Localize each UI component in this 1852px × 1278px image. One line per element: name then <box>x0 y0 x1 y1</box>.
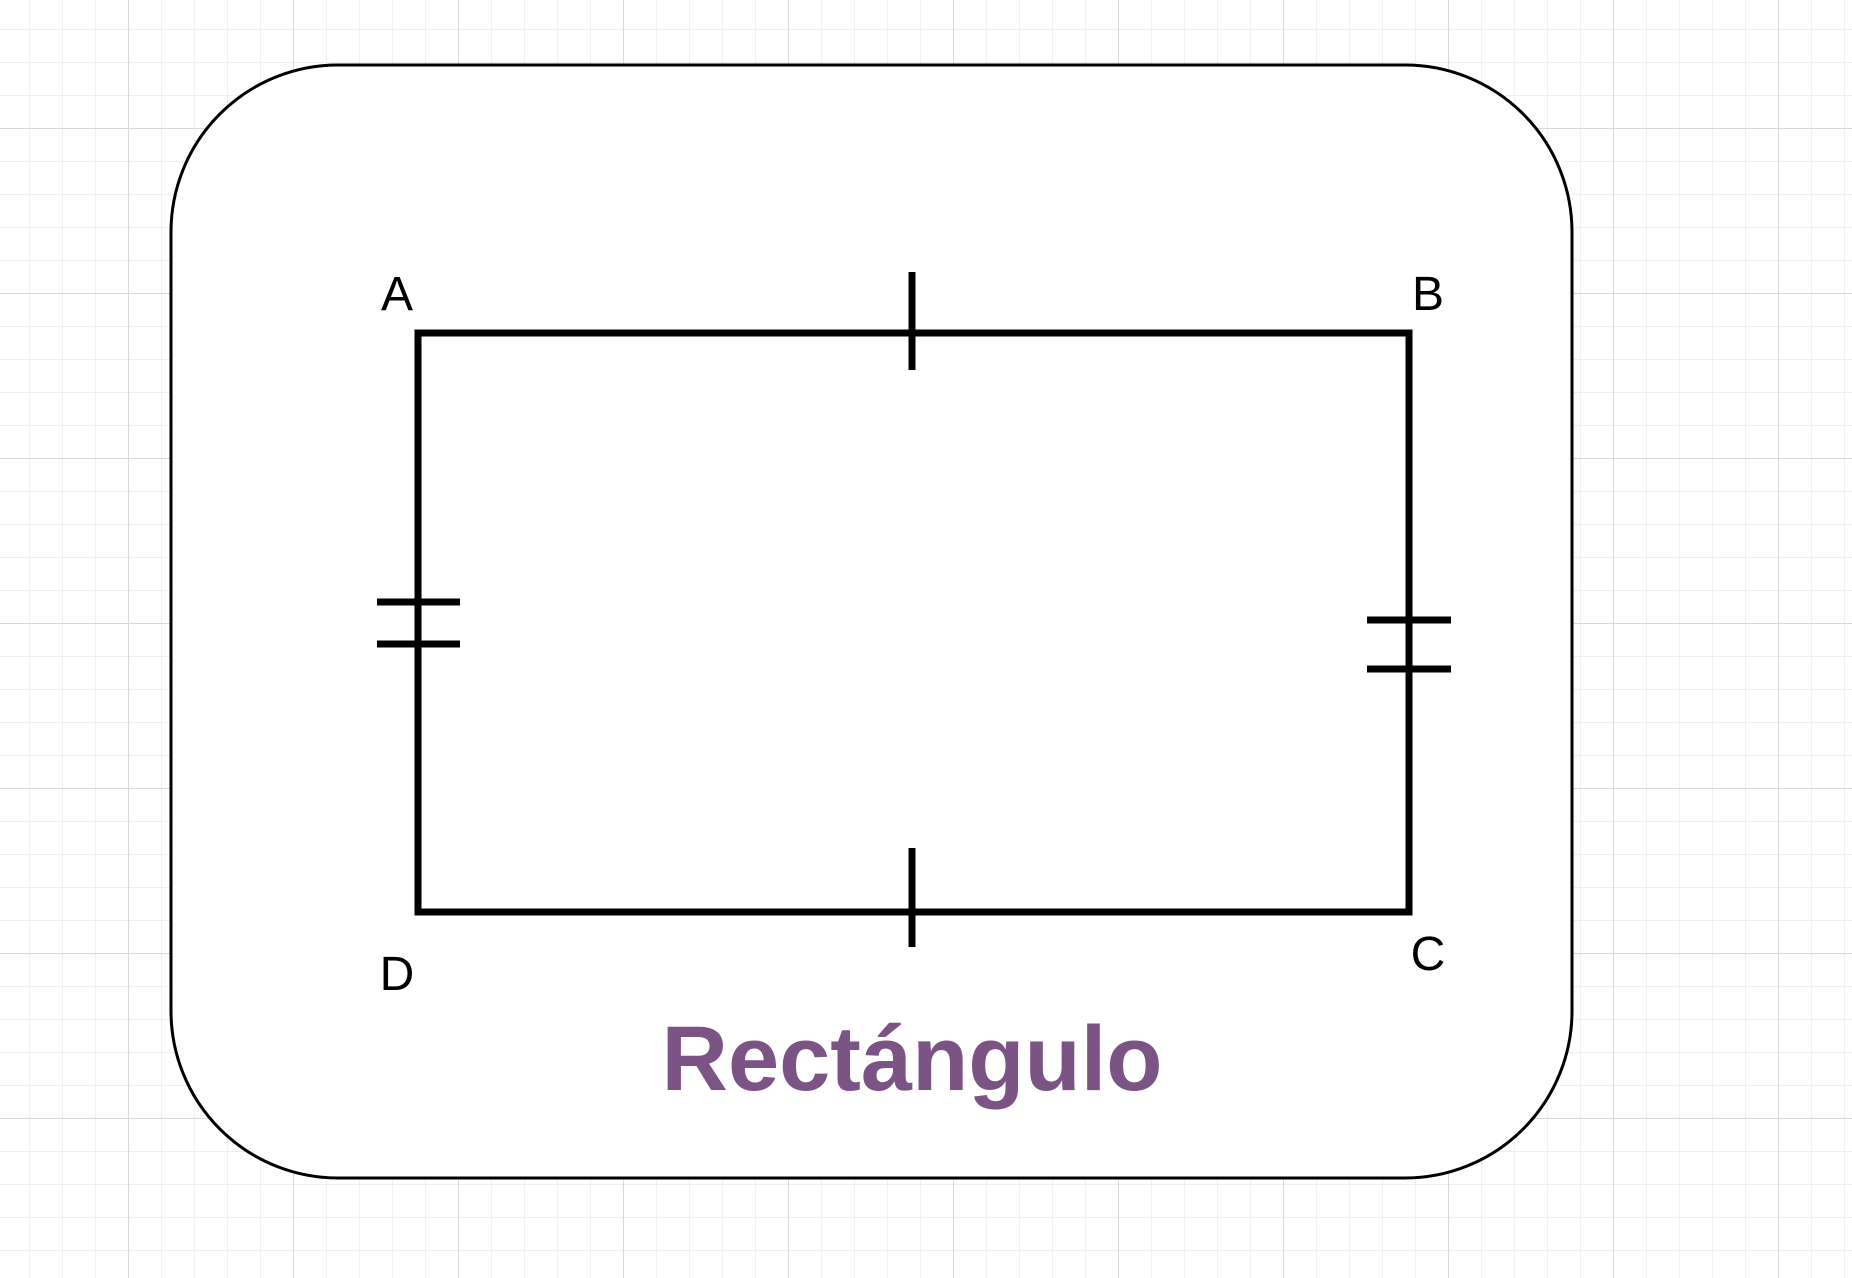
shape-title: Rectángulo <box>662 1008 1163 1110</box>
card-container[interactable] <box>169 63 1574 1180</box>
vertex-label-b: B <box>1412 268 1444 321</box>
vertex-label-a: A <box>381 268 413 321</box>
vertex-label-d: D <box>380 948 415 1001</box>
vertex-label-c: C <box>1411 928 1446 981</box>
